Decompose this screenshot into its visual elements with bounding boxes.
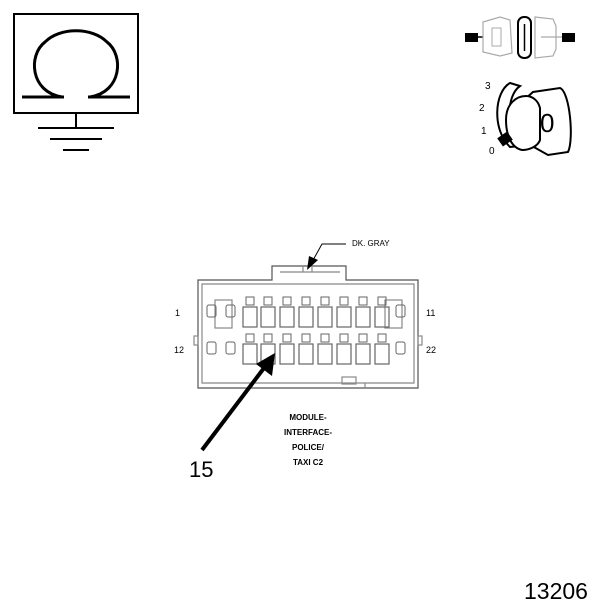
figure-number: 13206: [524, 578, 588, 604]
pin-cavity: [317, 343, 333, 365]
pin-latch: [320, 333, 330, 343]
end-pin-cavity: [206, 304, 217, 318]
color-leader-line: [307, 243, 346, 270]
ignition-key-icon: [496, 81, 572, 157]
pin-label-22: 22: [426, 345, 437, 355]
key-position-1: 1: [481, 126, 487, 137]
pin-cavity: [298, 343, 314, 365]
key-label: 0: [540, 108, 555, 138]
pin-cavity: [279, 343, 295, 365]
pin-label-11: 11: [426, 308, 436, 318]
pin-latch: [245, 296, 255, 306]
pin-cavity: [279, 306, 295, 328]
test-probe-icon: [465, 16, 575, 59]
pin-latch: [301, 333, 311, 343]
module-name: MODULE- INTERFACE- POLICE/ TAXI C2: [268, 410, 348, 470]
key-position-2: 2: [479, 103, 485, 114]
pin-cavity: [355, 306, 371, 328]
pin-cavity: [298, 306, 314, 328]
pin-latch: [245, 333, 255, 343]
end-pin-cavity: [395, 341, 406, 355]
callout-number: 15: [189, 457, 214, 482]
pin-cavity: [336, 306, 352, 328]
pin-latch: [263, 296, 273, 306]
pin-latch: [377, 296, 387, 306]
key-position-0: 0: [489, 146, 495, 157]
pin-cavity: [336, 343, 352, 365]
callout-arrow: [200, 353, 275, 452]
connector-color-label: DK. GRAY: [352, 239, 390, 248]
module-name-line: TAXI C2: [292, 458, 324, 467]
pin-latch: [263, 333, 273, 343]
end-pin-cavity: [225, 304, 236, 318]
pin-cavity: [355, 343, 371, 365]
pin-label-1: 1: [175, 308, 181, 318]
ohmmeter-ground-icon: [13, 13, 139, 151]
pin-latch: [339, 296, 349, 306]
module-name-line: MODULE-: [289, 413, 327, 422]
pin-latch: [358, 296, 368, 306]
pin-latch: [282, 333, 292, 343]
pin-cavity: [260, 306, 276, 328]
end-pin-cavity: [225, 341, 236, 355]
key-position-3: 3: [485, 81, 491, 92]
connector-pin-grid: [206, 296, 406, 365]
pin-cavity: [374, 343, 390, 365]
pin-latch: [377, 333, 387, 343]
pin-latch: [282, 296, 292, 306]
pin-label-12: 12: [174, 345, 185, 355]
pin-latch: [339, 333, 349, 343]
pin-latch: [301, 296, 311, 306]
pin-latch: [358, 333, 368, 343]
end-pin-cavity: [395, 304, 406, 318]
pin-latch: [320, 296, 330, 306]
pin-cavity: [242, 343, 258, 365]
pin-cavity: [317, 306, 333, 328]
end-pin-cavity: [206, 341, 217, 355]
pin-cavity: [374, 306, 390, 328]
pin-cavity: [242, 306, 258, 328]
module-name-line: INTERFACE-: [284, 428, 332, 437]
module-name-line: POLICE/: [291, 443, 324, 452]
